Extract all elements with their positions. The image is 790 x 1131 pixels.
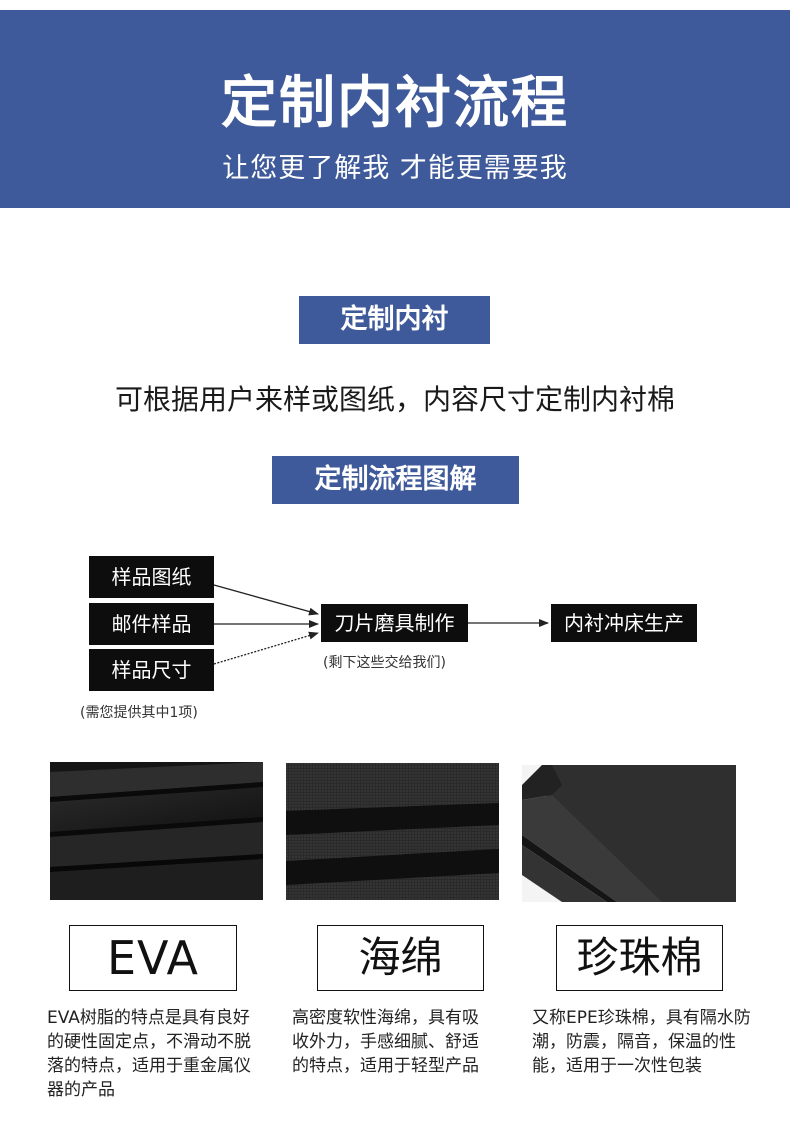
arrow-drawing-to-tooling [213, 584, 319, 616]
material-description-epe: 又称EPE珍珠棉，具有隔水防潮，防震，隔音，保温的性能，适用于一次性包装 [532, 1008, 751, 1076]
section-tag-custom-lining: 定制内衬 [299, 296, 490, 344]
custom-lining-description: 可根据用户来样或图纸，内容尺寸定制内衬棉 [114, 383, 675, 416]
flow-input-sample-size: 样品尺寸 [89, 649, 214, 691]
flow-step-tooling: 刀片磨具制作 [321, 604, 468, 642]
page-title: 定制内衬流程 [221, 71, 569, 136]
material-description-sponge: 高密度软性海绵，具有吸收外力，手感细腻、舒适的特点，适用于轻型产品 [292, 1008, 479, 1076]
material-description-eva: EVA树脂的特点是具有良好的硬性固定点，不滑动不脱落的特点，适用于重金属仪器的产… [47, 1008, 251, 1100]
header-banner: 定制内衬流程 让您更了解我 才能更需要我 [0, 10, 790, 208]
flow-input-drawing: 样品图纸 [89, 556, 214, 598]
flow-step-tooling-note: (剩下这些交给我们) [323, 655, 446, 671]
epe-foam-photo [522, 765, 736, 902]
flow-input-mail-sample: 邮件样品 [89, 603, 214, 645]
flow-inputs-note: (需您提供其中1项) [80, 705, 198, 721]
material-label-epe: 珍珠棉 [556, 925, 723, 991]
section-tag-process-diagram: 定制流程图解 [272, 456, 519, 504]
flow-step-production: 内衬冲床生产 [551, 604, 697, 642]
arrow-size-to-tooling [213, 631, 319, 665]
sponge-photo [286, 763, 499, 900]
material-label-sponge: 海绵 [317, 925, 484, 991]
eva-foam-photo [50, 762, 263, 900]
page-subtitle: 让您更了解我 才能更需要我 [222, 153, 568, 184]
material-label-eva: EVA [69, 925, 237, 991]
